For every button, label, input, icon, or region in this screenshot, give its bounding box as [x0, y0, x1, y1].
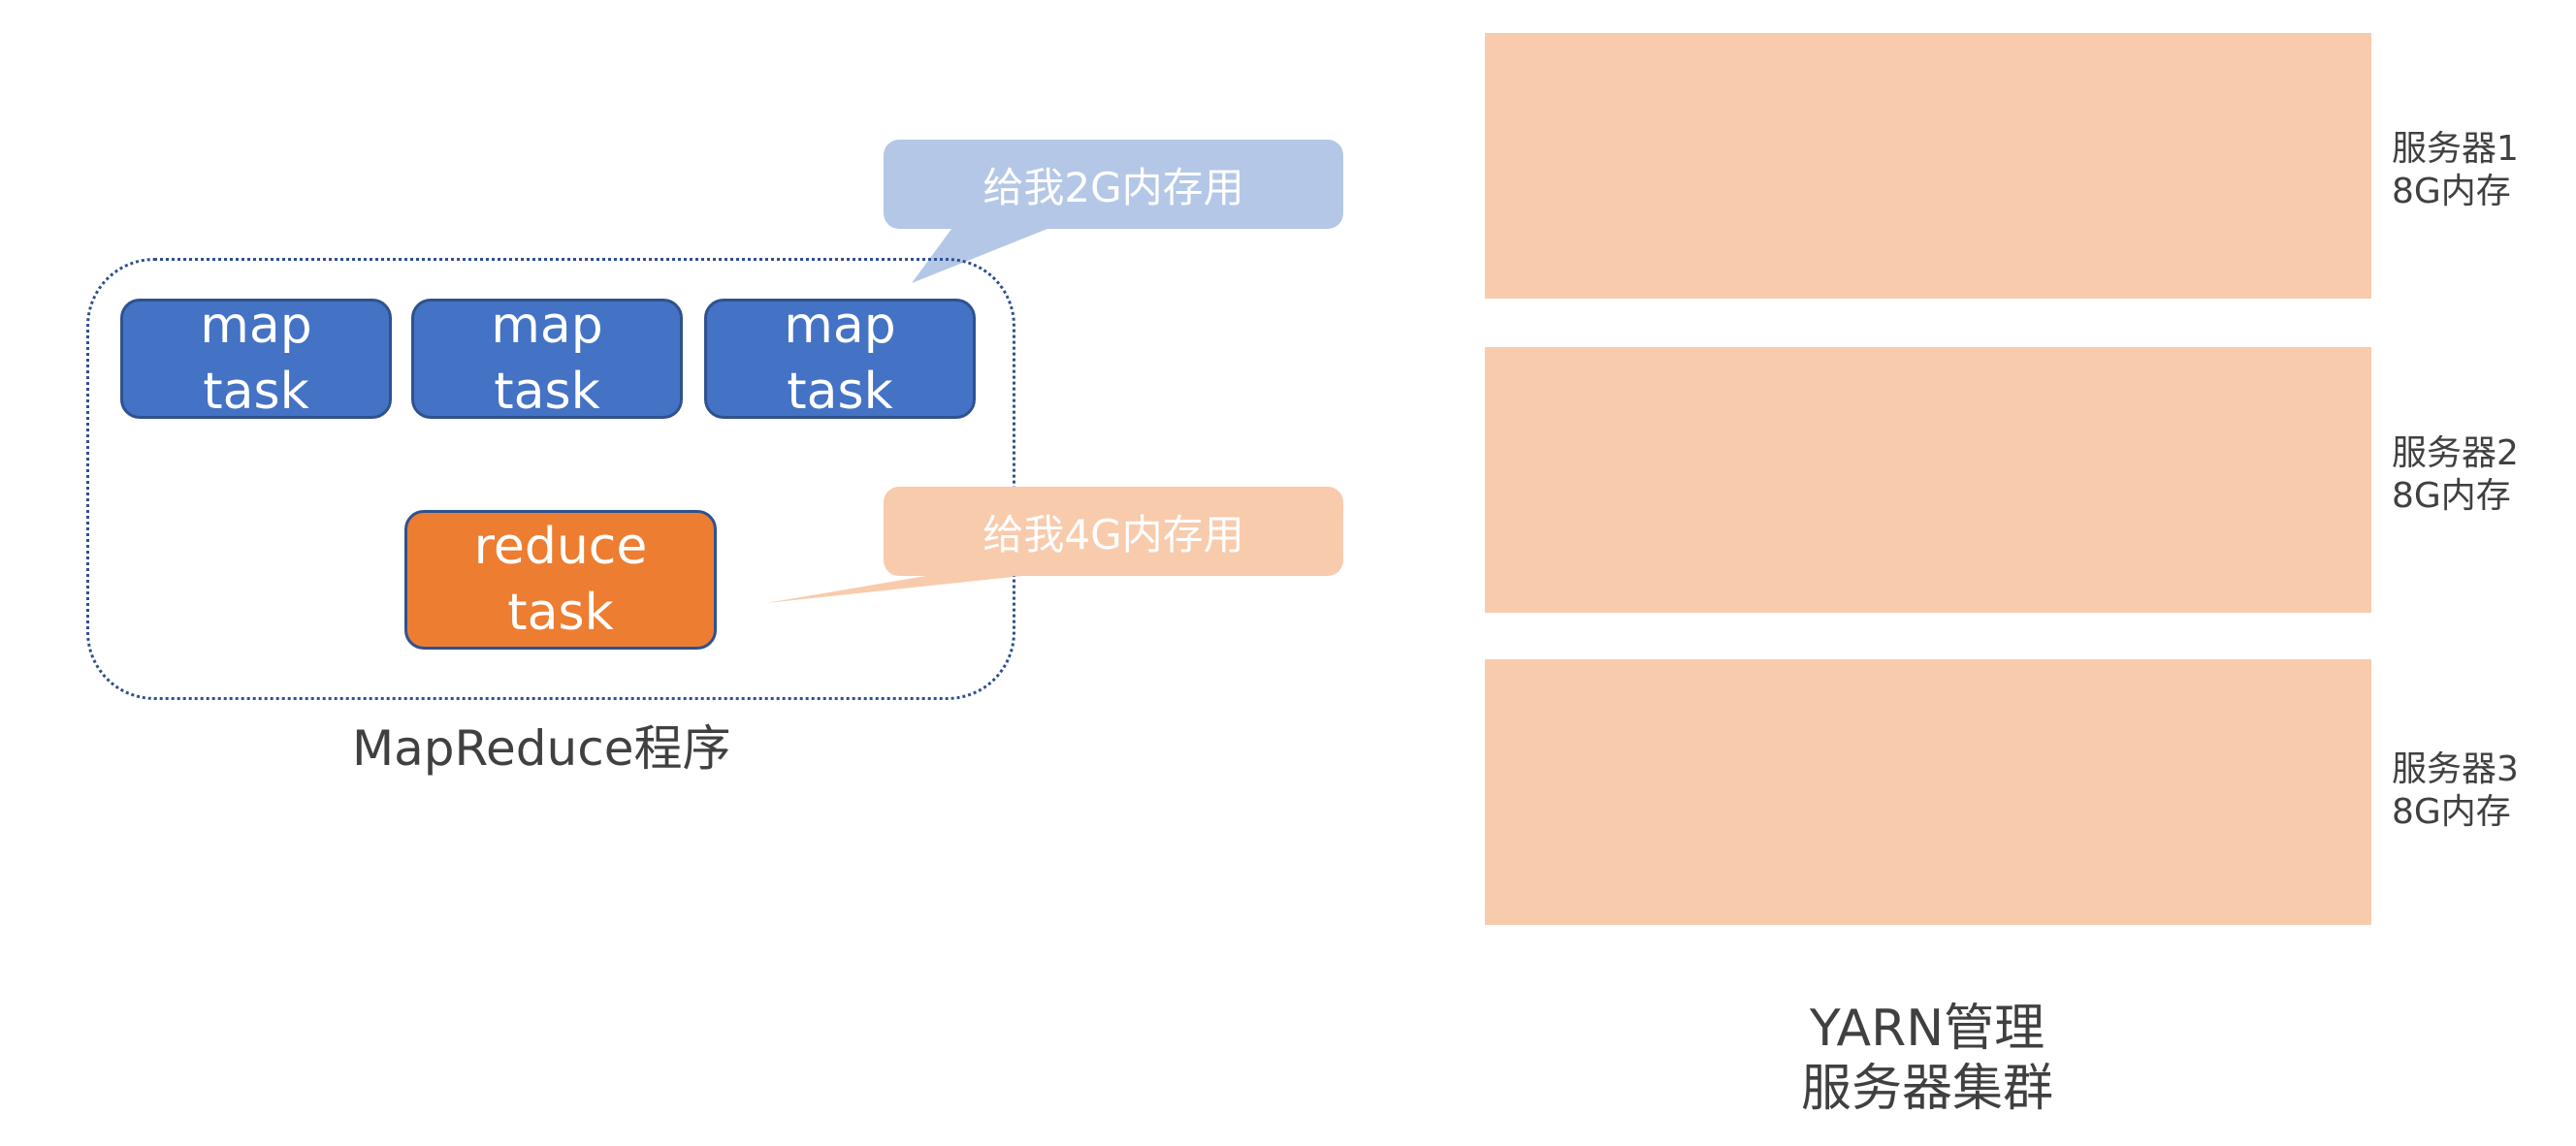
- server-1-label: 服务器1 8G内存: [2392, 128, 2519, 213]
- map-task-3-line1: map: [784, 297, 896, 355]
- map-task-2: map task: [411, 297, 683, 421]
- reduce-task-line1: reduce: [473, 518, 648, 576]
- server-3-label: 服务器3 8G内存: [2392, 748, 2519, 834]
- map-task-3-line2: task: [787, 363, 893, 421]
- map-memory-request-callout: 给我2G内存用: [884, 140, 1343, 229]
- server-2-name: 服务器2: [2392, 433, 2519, 473]
- mapreduce-caption: MapReduce程序: [352, 720, 731, 777]
- map-task-2-line1: map: [491, 297, 603, 355]
- server-3-memory: 8G内存: [2392, 792, 2511, 832]
- yarn-caption-line1: YARN管理: [1809, 1000, 2045, 1058]
- server-3-name: 服务器3: [2392, 749, 2519, 789]
- yarn-caption-line2: 服务器集群: [1800, 1060, 2053, 1118]
- reduce-task-line2: task: [507, 584, 614, 642]
- server-1-name: 服务器1: [2392, 129, 2519, 169]
- server-2-block: [1485, 347, 2371, 613]
- map-task-1-line2: task: [203, 363, 309, 421]
- yarn-cluster-caption: YARN管理 服务器集群: [1600, 999, 2254, 1119]
- server-1-memory: 8G内存: [2392, 172, 2511, 211]
- map-memory-request-text: 给我2G内存用: [982, 163, 1244, 211]
- reduce-callout-tail: [766, 570, 1077, 603]
- map-task-1: map task: [120, 297, 392, 421]
- server-2-memory: 8G内存: [2392, 476, 2511, 516]
- reduce-memory-request-text: 给我4G内存用: [982, 510, 1244, 558]
- map-task-2-line2: task: [494, 363, 600, 421]
- map-task-3: map task: [704, 297, 976, 421]
- server-3-block: [1485, 659, 2371, 925]
- reduce-memory-request-callout: 给我4G内存用: [884, 487, 1343, 576]
- mapreduce-program-boundary: [86, 258, 1015, 700]
- reduce-task: reduce task: [404, 510, 717, 650]
- server-1-block: [1485, 33, 2371, 299]
- server-2-label: 服务器2 8G内存: [2392, 432, 2519, 518]
- map-task-1-line1: map: [200, 297, 312, 355]
